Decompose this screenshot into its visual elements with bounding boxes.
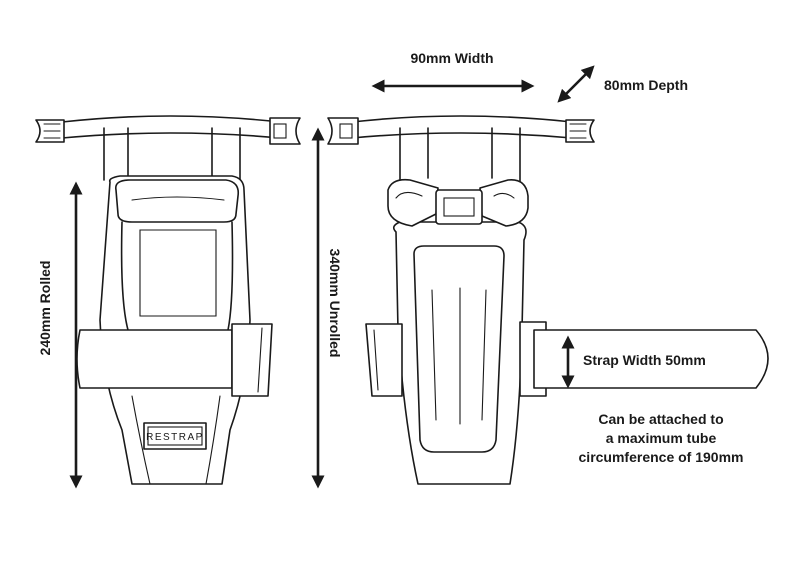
buckle-left-icon xyxy=(327,117,359,145)
unrolled-label: 340mm Unrolled xyxy=(327,249,343,358)
rolled-label: 240mm Rolled xyxy=(37,261,53,356)
buckle-right-icon xyxy=(269,117,301,145)
bag-unrolled-back-view xyxy=(327,115,769,485)
grip-loop-left xyxy=(387,178,439,227)
width-label: 90mm Width xyxy=(410,50,493,66)
mounting-strap-extended xyxy=(533,329,769,389)
depth-label: 80mm Depth xyxy=(604,77,688,93)
buckle-left-icon xyxy=(35,119,65,143)
top-strap-left xyxy=(61,115,281,139)
strap-width-label: Strap Width 50mm xyxy=(583,352,706,368)
top-strap-right xyxy=(351,115,573,139)
buckle-right-icon xyxy=(565,119,595,143)
depth-arrow xyxy=(557,65,595,103)
back-panel xyxy=(413,245,505,453)
grip-loop-right xyxy=(479,179,529,227)
attachment-note-line-3: circumference of 190mm xyxy=(579,449,744,465)
strap-loop-left xyxy=(365,323,403,397)
bag-rolled-front-view: RESTRAP xyxy=(35,115,301,485)
brand-logo-text: RESTRAP xyxy=(146,432,204,443)
attachment-note-line-2: a maximum tube xyxy=(606,430,717,446)
rolled-top-left xyxy=(114,179,240,223)
cross-strap-left xyxy=(76,329,233,389)
attachment-note-line-1: Can be attached to xyxy=(598,411,723,427)
center-buckle-icon xyxy=(435,189,483,225)
